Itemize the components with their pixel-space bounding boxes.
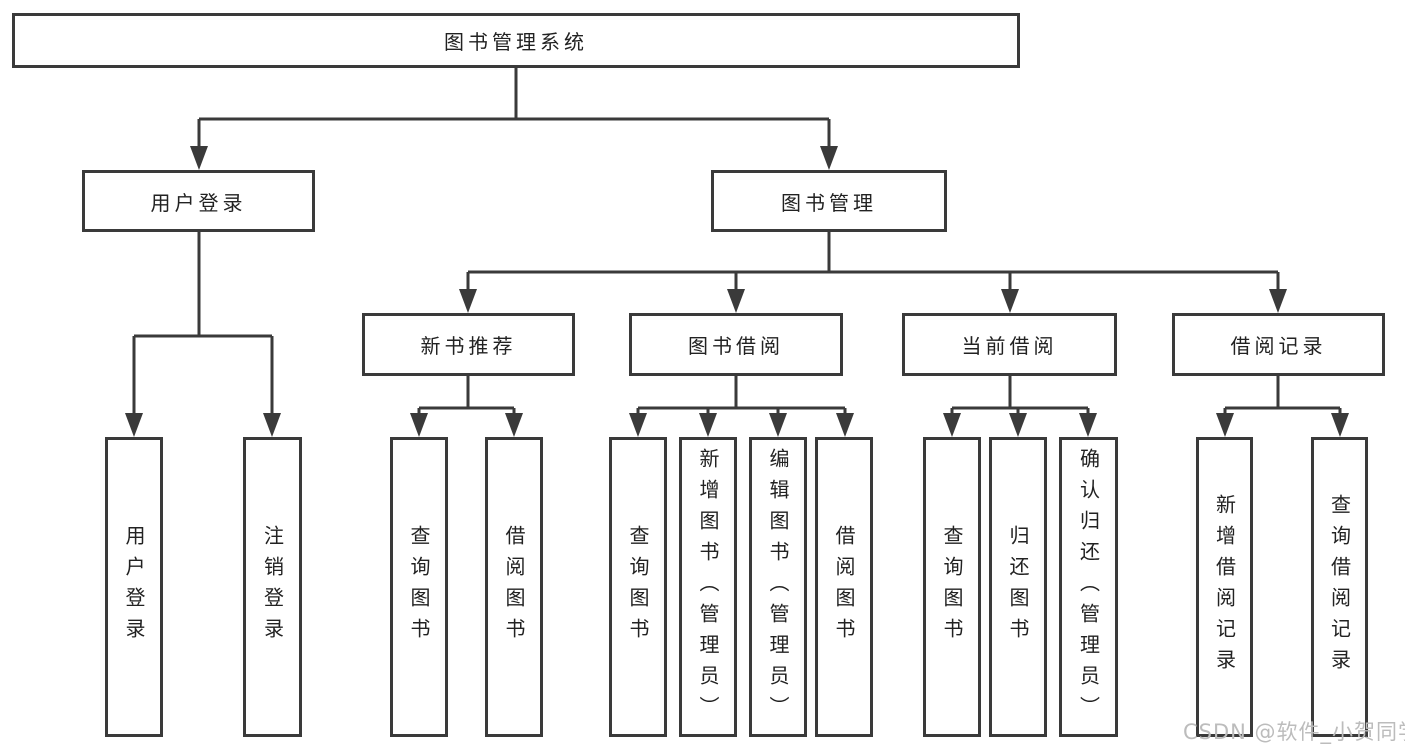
leaf-query-book-3-label: 查询图书: [940, 525, 964, 649]
arrowhead-icon: [1009, 413, 1027, 437]
arrowhead-icon: [820, 146, 838, 170]
arrowhead-icon: [125, 413, 143, 437]
arrowhead-icon: [836, 413, 854, 437]
arrowhead-icon: [1331, 413, 1349, 437]
node-book-borrow: 图书借阅: [629, 313, 843, 376]
arrowhead-icon: [769, 413, 787, 437]
arrowhead-icon: [1216, 413, 1234, 437]
leaf-logout-label: 注销登录: [260, 525, 285, 649]
leaf-query-borrow-record: 查询借阅记录: [1311, 437, 1368, 737]
leaf-add-book-admin: 新增图书（管理员）: [679, 437, 737, 737]
node-book-management-branch: 图书管理: [711, 170, 947, 232]
node-new-book-recommend: 新书推荐: [362, 313, 575, 376]
leaf-add-borrow-record-label: 新增借阅记录: [1212, 494, 1237, 680]
arrowhead-icon: [505, 413, 523, 437]
node-root-system: 图书管理系统: [12, 13, 1020, 68]
node-current-borrow: 当前借阅: [902, 313, 1117, 376]
leaf-confirm-return-admin: 确认归还（管理员）: [1059, 437, 1118, 737]
arrowhead-icon: [1269, 289, 1287, 313]
arrowhead-icon: [727, 289, 745, 313]
arrowhead-icon: [1079, 413, 1097, 437]
leaf-edit-book-admin-label: 编辑图书（管理员）: [766, 447, 790, 727]
leaf-borrow-book-2-label: 借阅图书: [832, 525, 856, 649]
watermark: CSDN @软件_小贺同学: [1183, 720, 1405, 744]
arrowhead-icon: [699, 413, 717, 437]
node-borrow-records: 借阅记录: [1172, 313, 1385, 376]
leaf-query-book-2-label: 查询图书: [626, 525, 650, 649]
leaf-query-book-3: 查询图书: [923, 437, 981, 737]
arrowhead-icon: [1001, 289, 1019, 313]
leaf-user-login-label: 用户登录: [122, 525, 146, 649]
leaf-query-book-1: 查询图书: [390, 437, 448, 737]
leaf-user-login: 用户登录: [105, 437, 163, 737]
arrowhead-icon: [943, 413, 961, 437]
leaf-confirm-return-admin-label: 确认归还（管理员）: [1076, 447, 1101, 727]
leaf-logout: 注销登录: [243, 437, 302, 737]
leaf-edit-book-admin: 编辑图书（管理员）: [749, 437, 807, 737]
arrowhead-icon: [190, 146, 208, 170]
leaf-borrow-book-2: 借阅图书: [815, 437, 873, 737]
leaf-add-book-admin-label: 新增图书（管理员）: [696, 447, 720, 727]
leaf-borrow-book-1-label: 借阅图书: [502, 525, 526, 649]
arrowhead-icon: [410, 413, 428, 437]
node-user-login-branch: 用户登录: [82, 170, 315, 232]
leaf-add-borrow-record: 新增借阅记录: [1196, 437, 1253, 737]
arrowhead-icon: [263, 413, 281, 437]
leaf-query-book-1-label: 查询图书: [407, 525, 431, 649]
leaf-query-book-2: 查询图书: [609, 437, 667, 737]
leaf-return-book-label: 归还图书: [1006, 525, 1030, 649]
leaf-query-borrow-record-label: 查询借阅记录: [1327, 494, 1352, 680]
arrowhead-icon: [459, 289, 477, 313]
arrowhead-icon: [629, 413, 647, 437]
leaf-borrow-book-1: 借阅图书: [485, 437, 543, 737]
leaf-return-book: 归还图书: [989, 437, 1047, 737]
